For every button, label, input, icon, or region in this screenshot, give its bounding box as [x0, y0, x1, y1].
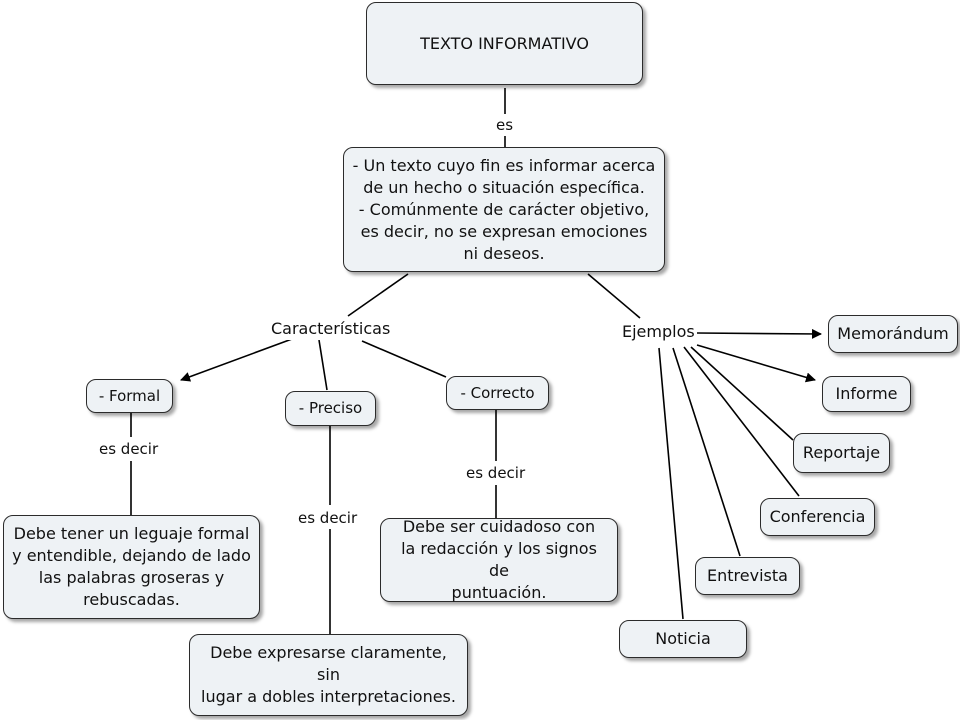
node-formal-detalle: Debe tener un leguaje formal y entendibl… [3, 515, 260, 619]
node-correcto-detalle: Debe ser cuidadoso con la redacción y lo… [380, 517, 618, 602]
arrow-ejemplos-memorandum [696, 328, 822, 339]
node-informe-text: Informe [835, 384, 898, 403]
correcto-detalle-line-3: puntuación. [451, 583, 547, 602]
link-label-es: es [494, 116, 516, 134]
node-memorandum-text: Memorándum [837, 324, 949, 343]
node-texto-informativo: TEXTO INFORMATIVO [366, 2, 643, 85]
definicion-line-5: ni deseos. [463, 243, 545, 263]
node-preciso: - Preciso [285, 391, 376, 426]
link-label-formal-es-decir: es decir [97, 440, 161, 458]
node-preciso-detalle: Debe expresarse claramente, sin lugar a … [189, 634, 468, 716]
line-definition-caracteristicas [347, 273, 409, 317]
link-label-preciso-es-decir: es decir [296, 509, 360, 527]
formal-detalle-line-4: rebuscadas. [83, 590, 180, 609]
link-label-ejemplos: Ejemplos [620, 321, 697, 343]
preciso-detalle-line-1: Debe expresarse claramente, sin [210, 643, 447, 684]
line-ejemplos-conferencia [683, 346, 800, 497]
link-label-caracteristicas: Características [269, 318, 393, 340]
link-label-correcto-es-decir: es decir [464, 464, 528, 482]
node-conferencia: Conferencia [760, 498, 875, 536]
line-ejemplos-entrevista [672, 347, 741, 557]
node-reportaje: Reportaje [793, 433, 890, 473]
preciso-detalle-line-2: lugar a dobles interpretaciones. [201, 687, 456, 706]
node-noticia-text: Noticia [655, 629, 711, 648]
formal-detalle-line-2: y entendible, dejando de lado [12, 546, 251, 565]
node-definicion: - Un texto cuyo fin es informar acerca d… [343, 147, 665, 272]
definicion-line-1: - Un texto cuyo fin es informar acerca [352, 155, 656, 175]
formal-detalle-line-3: las palabras groseras y [38, 568, 225, 587]
node-texto-informativo-text: TEXTO INFORMATIVO [420, 33, 589, 53]
node-informe: Informe [822, 376, 911, 412]
definicion-line-3: - Comúnmente de carácter objetivo, [358, 199, 650, 219]
node-correcto-text: - Correcto [460, 383, 535, 402]
line-definition-ejemplos [587, 273, 641, 319]
definicion-line-2: de un hecho o situación específica. [363, 177, 645, 197]
node-preciso-text: - Preciso [298, 399, 363, 417]
formal-detalle-line-1: Debe tener un leguaje formal [13, 524, 250, 543]
correcto-detalle-line-2: la redacción y los signos de [401, 539, 597, 580]
line-ejemplos-noticia [658, 347, 684, 620]
arrow-caracteristicas-formal [180, 338, 293, 382]
arrow-ejemplos-informe [696, 344, 816, 383]
node-correcto: - Correcto [446, 376, 549, 410]
node-entrevista-text: Entrevista [707, 566, 788, 585]
node-noticia: Noticia [619, 620, 747, 658]
node-entrevista: Entrevista [695, 557, 800, 595]
node-formal: - Formal [86, 379, 173, 413]
node-reportaje-text: Reportaje [802, 443, 881, 462]
line-caracteristicas-correcto [361, 340, 447, 378]
definicion-line-4: es decir, no se expresan emociones [360, 221, 648, 241]
node-formal-text: - Formal [98, 386, 161, 405]
node-conferencia-text: Conferencia [769, 507, 866, 526]
line-ejemplos-reportaje [690, 346, 794, 441]
correcto-detalle-line-1: Debe ser cuidadoso con [402, 517, 596, 536]
line-caracteristicas-preciso [318, 339, 328, 391]
node-memorandum: Memorándum [828, 315, 958, 353]
